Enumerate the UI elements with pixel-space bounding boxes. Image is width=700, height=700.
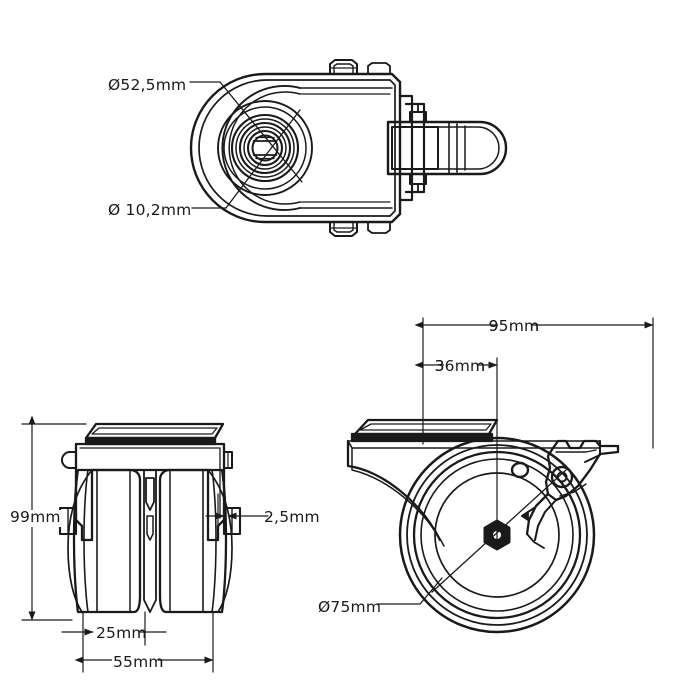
dim-label-plate-thickness: 2,5mm — [264, 508, 320, 526]
dim-label-overall-length-fg: 95mm — [489, 317, 540, 335]
dim-label-wheel-plate-diameter: Ø52,5mm — [108, 76, 186, 94]
dim-label-wheel-diameter: Ø75mm — [318, 598, 381, 616]
dim-label-total-width-fg: 55mm — [113, 653, 164, 671]
top-view-leaders — [189, 81, 303, 209]
side-view-group — [346, 418, 620, 634]
dim-label-bore-diameter: Ø 10,2mm — [108, 201, 191, 219]
dim-label-pin-offset-fg: 36mm — [435, 357, 486, 375]
dim-label-total-height-fg: 99mm — [10, 508, 61, 526]
top-view-group — [189, 59, 508, 237]
dim-label-wheel-gap-fg: 25mm — [96, 624, 147, 642]
front-view-group — [58, 422, 242, 614]
